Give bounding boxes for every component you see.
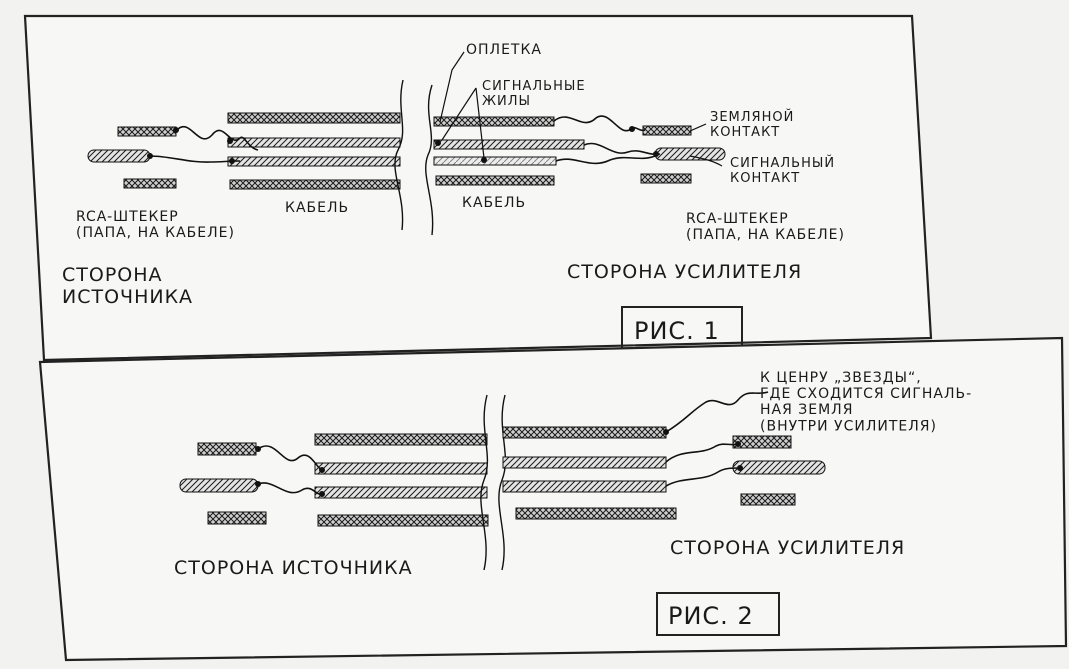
- cable-left: [227, 112, 401, 190]
- leader-signal-cores-1: [441, 87, 477, 141]
- break-line-right-fig2: [498, 394, 507, 571]
- cable-right-fig2: [502, 426, 677, 520]
- break-line-right: [425, 84, 434, 236]
- label-amp-side-fig2: СТОРОНА УСИЛИТЕЛЯ: [670, 537, 905, 559]
- label-star-ground: К ЦЕНРУ „ЗВЕЗДЫ“,ГДЕ СХОДИТСЯ СИГНАЛЬ-НА…: [760, 370, 972, 434]
- rca-plug-left: [87, 126, 177, 189]
- wires-fig1: [147, 115, 661, 165]
- label-source-side-fig2: СТОРОНА ИСТОЧНИКА: [174, 557, 413, 579]
- caption-fig2: РИС. 2: [668, 602, 754, 630]
- leader-signal-cores-2: [475, 87, 485, 159]
- figure-2-paper: [38, 336, 1068, 662]
- rca-plug-left-fig2: [179, 442, 267, 525]
- label-amp-side-fig1: СТОРОНА УСИЛИТЕЛЯ: [567, 261, 802, 283]
- wires-fig2: [255, 391, 769, 497]
- figure-1-paper: [23, 14, 933, 362]
- break-line-left: [394, 79, 404, 231]
- label-rca-right: RCA-ШТЕКЕР(ПАПА, НА КАБЕЛЕ): [686, 211, 845, 243]
- label-braid: ОПЛЕТКА: [466, 42, 542, 58]
- label-rca-left: RCA-ШТЕКЕР(ПАПА, НА КАБЕЛЕ): [76, 209, 235, 241]
- cable-left-fig2: [314, 433, 489, 527]
- leader-ground-contact: [689, 123, 707, 132]
- rca-plug-right-fig2: [732, 435, 826, 506]
- caption-fig1: РИС. 1: [634, 317, 720, 345]
- leader-signal-contact: [689, 155, 723, 167]
- figure-2: К ЦЕНРУ „ЗВЕЗДЫ“,ГДЕ СХОДИТСЯ СИГНАЛЬ-НА…: [38, 336, 1068, 662]
- break-line-left-fig2: [480, 394, 489, 571]
- rca-plug-right: [640, 125, 726, 184]
- label-cable-right: КАБЕЛЬ: [462, 195, 526, 211]
- caption-box-fig2: [656, 592, 780, 636]
- leader-braid: [439, 51, 465, 123]
- label-cable-left: КАБЕЛЬ: [285, 200, 349, 216]
